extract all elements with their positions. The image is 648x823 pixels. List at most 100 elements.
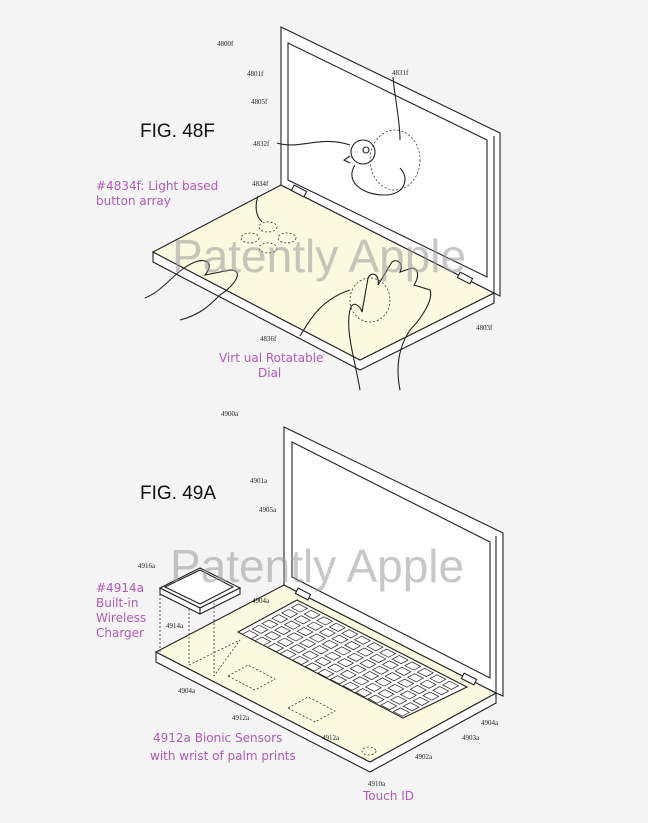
ref-4916a: 4916a: [138, 562, 156, 570]
keyboard-key: [279, 649, 297, 659]
keyboard-key: [362, 671, 380, 681]
keyboard-key: [342, 681, 360, 691]
keyboard-key: [324, 651, 342, 661]
keyboard-key: [327, 663, 345, 673]
annotation-charger: Charger: [96, 626, 144, 640]
keyboard-key: [276, 637, 294, 647]
keyboard-key: [296, 627, 314, 637]
fig49a-hinge: [460, 672, 478, 686]
keyboard-key: [283, 620, 301, 630]
ref-4831f: 4831f: [392, 69, 409, 77]
keyboard-key: [380, 701, 398, 711]
ref-4903a: 4903a: [462, 734, 480, 742]
keyboard-key: [359, 659, 377, 669]
keyboard-keys: [241, 603, 460, 717]
keyboard-key: [318, 628, 336, 638]
keyboard-key: [286, 632, 304, 642]
keyboard-key: [264, 631, 282, 641]
keyboard-key: [341, 629, 359, 639]
keyboard-key: [304, 662, 322, 672]
ref-4904a: 4904a: [178, 687, 196, 695]
keyboard-key: [384, 672, 402, 682]
left-hand: [144, 259, 238, 321]
keyboard-key: [387, 683, 405, 693]
keyboard-key: [409, 685, 427, 695]
keyboard-key: [303, 609, 321, 619]
keyboard-key: [349, 664, 367, 674]
keyboard-key: [374, 677, 392, 687]
keyboard-key: [311, 645, 329, 655]
annotation-charger: Wireless: [96, 611, 146, 625]
ref-4803f: 4803f: [476, 324, 493, 332]
keyboard-key: [355, 688, 373, 698]
keyboard-key: [266, 643, 285, 653]
watermark: Patently Apple: [172, 230, 466, 282]
keyboard-key: [281, 608, 299, 618]
keyboard-key: [394, 666, 412, 676]
keyboard-key: [261, 619, 279, 629]
keyboard-key: [316, 616, 334, 626]
fig48f-screen: [287, 42, 488, 278]
keyboard-key: [343, 641, 362, 651]
keyboard-key: [371, 665, 390, 675]
keyboard-key: [329, 675, 348, 685]
touch-id-sensor: [361, 746, 377, 756]
ref-4904a: 4904a: [481, 719, 499, 727]
keyboard-key: [369, 653, 387, 663]
fig48f-hinge: [290, 184, 308, 198]
keyboard-key: [391, 655, 409, 665]
keyboard-key: [356, 647, 374, 657]
fig48f-hinge: [456, 271, 474, 285]
keyboard-key: [301, 650, 320, 660]
annotation-bionic-sensors: with wrist of palm prints: [150, 749, 296, 763]
ref-4912a: 4912a: [232, 714, 250, 722]
keyboard-key: [381, 660, 399, 670]
keyboard-key: [314, 657, 332, 667]
fig49a-screen: [291, 441, 491, 679]
keyboard-key: [306, 621, 324, 631]
annotation-charger: #4914a: [96, 581, 144, 595]
ref-4801f: 4801f: [247, 70, 264, 78]
keyboard-key: [292, 655, 310, 665]
keyboard-key: [406, 673, 425, 683]
keyboard-key: [397, 678, 415, 688]
ref-4904a: 4904a: [252, 597, 270, 605]
keyboard-key: [399, 690, 418, 700]
keyboard-key: [271, 614, 289, 624]
annotation-bionic-sensors: 4912a Bionic Sensors: [153, 731, 282, 745]
keyboard-key: [328, 622, 346, 632]
keyboard-key: [353, 635, 372, 645]
fig49a-hinge: [294, 587, 312, 601]
keyboard-key: [419, 679, 437, 689]
keyboard-key: [441, 680, 460, 690]
keyboard-key: [317, 668, 335, 678]
keyboard-key: [367, 694, 385, 704]
fig49a-laptop: [154, 426, 504, 773]
keyboard-key: [308, 633, 327, 643]
annotation-charger: Built-in: [96, 596, 138, 610]
ref-4834f: 4834f: [252, 180, 269, 188]
keyboard-key: [299, 638, 317, 648]
ref-4805f: 4805f: [251, 98, 268, 106]
annotation-button-array: #4834f: Light based: [96, 179, 218, 193]
fig48f-title: FIG. 48F: [140, 121, 215, 142]
ref-4902a: 4902a: [415, 753, 433, 761]
bionic-sensor-left: [227, 664, 276, 691]
light-button-array: [240, 221, 297, 254]
ref-4836f: 4836f: [260, 335, 277, 343]
bionic-sensor-right: [287, 696, 336, 723]
ref-4910a: 4910a: [368, 780, 386, 788]
keyboard-key: [404, 661, 422, 671]
keyboard-key: [390, 695, 408, 705]
keyboard-key: [254, 636, 272, 646]
keyboard-key: [334, 646, 352, 656]
keyboard-key: [412, 696, 430, 706]
fig48f-laptop: [144, 26, 501, 391]
keyboard-key: [289, 644, 307, 654]
keyboard-key: [241, 630, 259, 640]
keyboard-key: [416, 667, 434, 677]
annotation-button-array: button array: [96, 194, 171, 208]
keyboard-key: [377, 689, 395, 699]
ref-4905a: 4905a: [259, 506, 277, 514]
